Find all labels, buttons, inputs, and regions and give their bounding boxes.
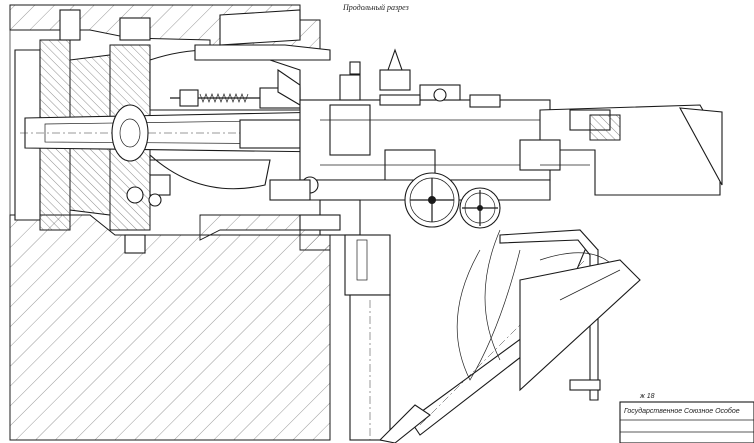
gun-barrel [20, 104, 360, 162]
mount-bracket [269, 176, 361, 236]
receiver-body [299, 99, 551, 201]
control-cable [456, 229, 521, 381]
sheet-number: ж 18 [639, 393, 655, 400]
drawing-caption: Продольный разрез [342, 3, 409, 12]
traverse-handwheel [459, 187, 501, 229]
recoil-spring-assembly [170, 68, 301, 109]
elevation-handwheel [404, 172, 460, 228]
stamp-line-1: Государственное Союзное Особое [624, 407, 740, 415]
title-block: ж 18 Государственное Союзное Особое [619, 393, 754, 443]
ejector-chute [519, 104, 723, 196]
pedestal-column [344, 234, 391, 441]
sight-mechanism-top [339, 48, 501, 108]
feed-cone [519, 259, 641, 392]
